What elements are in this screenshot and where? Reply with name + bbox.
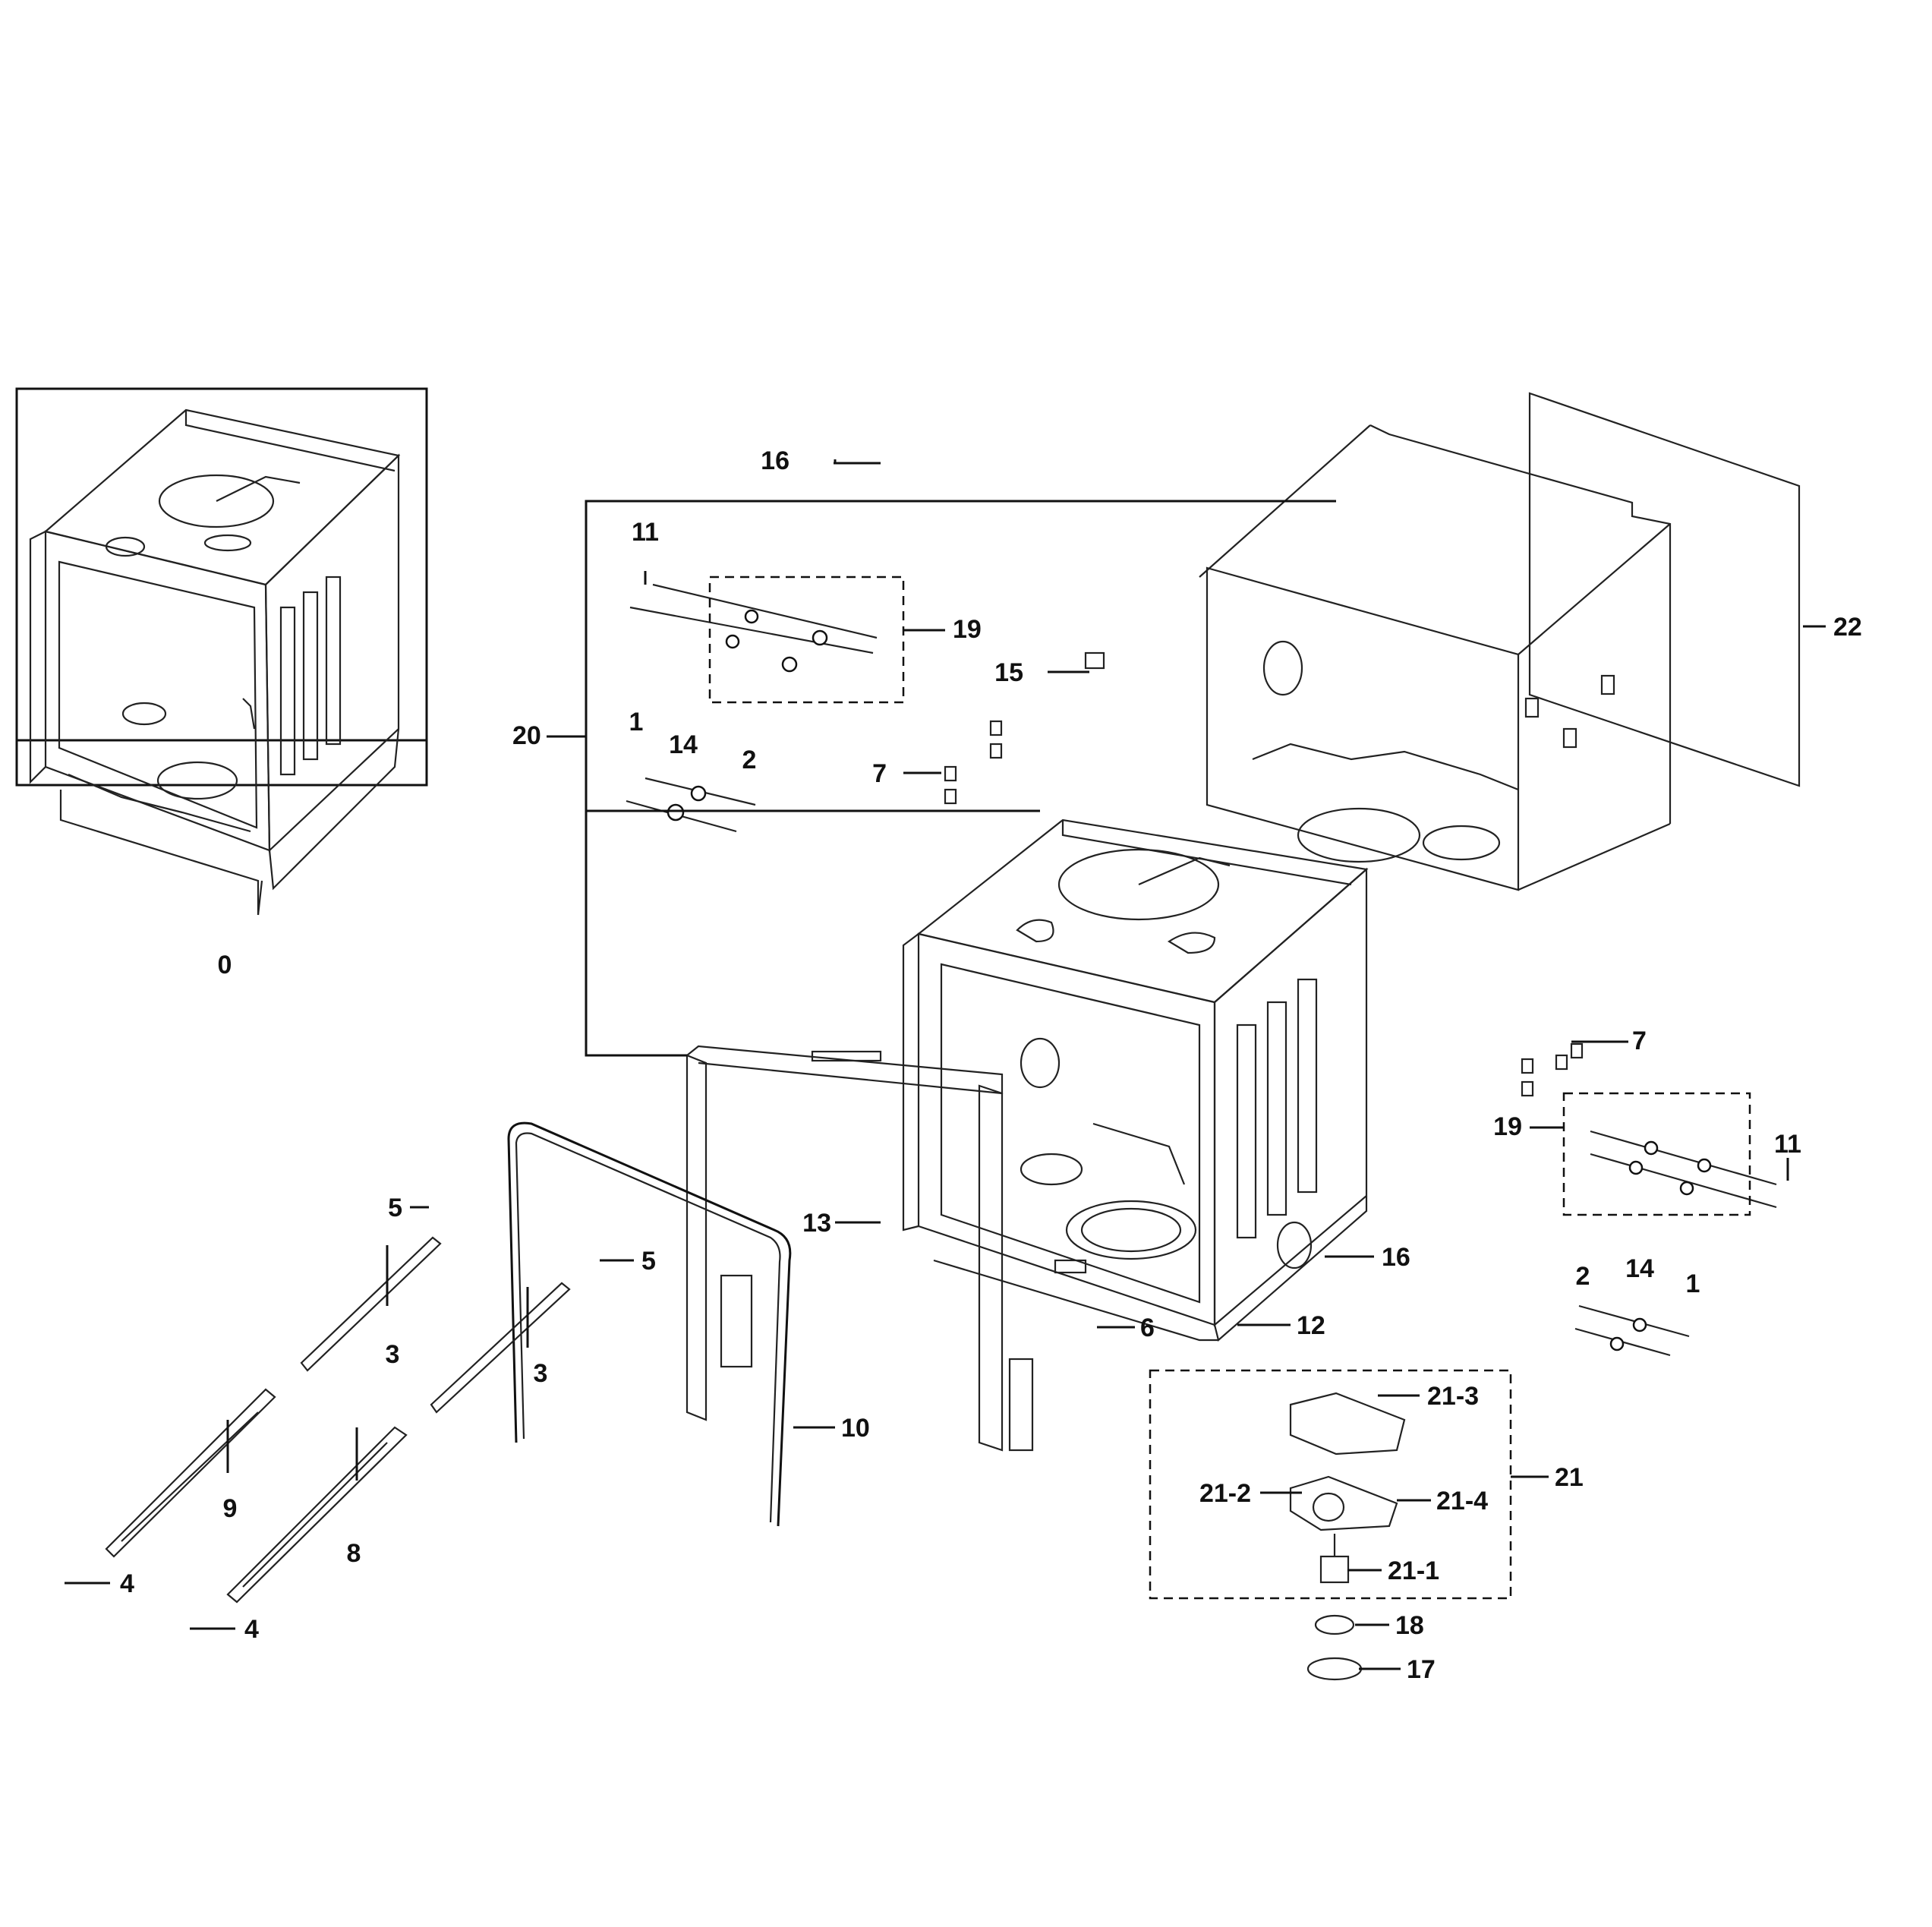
callout-11-right: 11 <box>1774 1130 1801 1159</box>
callout-18: 18 <box>1395 1611 1424 1640</box>
rails <box>105 1236 571 1604</box>
front-frame <box>685 1045 1034 1452</box>
group-19-box-top <box>708 576 905 704</box>
callout-3: 3 <box>386 1340 400 1369</box>
callout-8: 8 <box>347 1539 361 1568</box>
main-tub <box>902 818 1369 1342</box>
callout-7-right: 7 <box>1632 1027 1647 1055</box>
sump-assembly <box>1289 1392 1406 1681</box>
callout-labels: 11 19 20 1 14 2 15 7 22 16 7 19 11 16 2 … <box>120 446 1862 1684</box>
callout-14: 14 <box>669 730 698 759</box>
callout-4: 4 <box>120 1569 134 1598</box>
callout-21-1: 21-1 <box>1388 1556 1439 1585</box>
right-hardware <box>1521 1042 1777 1357</box>
callout-16: 16 <box>761 446 790 475</box>
callout-14-right: 14 <box>1625 1254 1654 1283</box>
callout-5: 5 <box>388 1194 402 1222</box>
callout-12: 12 <box>1297 1311 1325 1340</box>
callout-9: 9 <box>223 1494 238 1523</box>
top-hardware <box>626 583 1105 833</box>
group-20-bracket <box>585 500 1336 1057</box>
callout-22: 22 <box>1833 613 1862 642</box>
inset-label: 0 <box>218 951 232 979</box>
callout-16-right: 16 <box>1382 1243 1410 1272</box>
callout-1: 1 <box>629 708 644 736</box>
callout-15: 15 <box>994 658 1023 687</box>
callout-20: 20 <box>512 721 541 750</box>
callout-5-mid: 5 <box>641 1247 656 1276</box>
callout-17: 17 <box>1407 1655 1436 1684</box>
group-19-box-right <box>1562 1092 1751 1216</box>
callout-21-2: 21-2 <box>1199 1479 1251 1508</box>
callout-3-mid: 3 <box>534 1359 548 1388</box>
callout-11: 11 <box>632 518 659 547</box>
leader-lines <box>65 459 1826 1670</box>
callout-13: 13 <box>802 1209 831 1238</box>
callout-2-right: 2 <box>1576 1262 1590 1291</box>
door-gasket <box>507 1121 792 1527</box>
outer-wrap-panel <box>1199 392 1801 891</box>
group-21-box <box>1149 1369 1512 1600</box>
callout-4-lower: 4 <box>244 1615 259 1644</box>
callout-19: 19 <box>953 615 982 644</box>
callout-10: 10 <box>841 1414 870 1443</box>
callout-21-4: 21-4 <box>1436 1487 1488 1515</box>
callout-6: 6 <box>1140 1314 1155 1342</box>
callout-21: 21 <box>1555 1463 1584 1492</box>
callout-21-3: 21-3 <box>1427 1382 1479 1411</box>
callout-1-right: 1 <box>1686 1269 1700 1298</box>
assembled-tub-inset: 0 <box>15 387 428 979</box>
callout-2: 2 <box>742 746 757 774</box>
callout-7: 7 <box>872 759 887 788</box>
callout-19-right: 19 <box>1493 1112 1522 1141</box>
